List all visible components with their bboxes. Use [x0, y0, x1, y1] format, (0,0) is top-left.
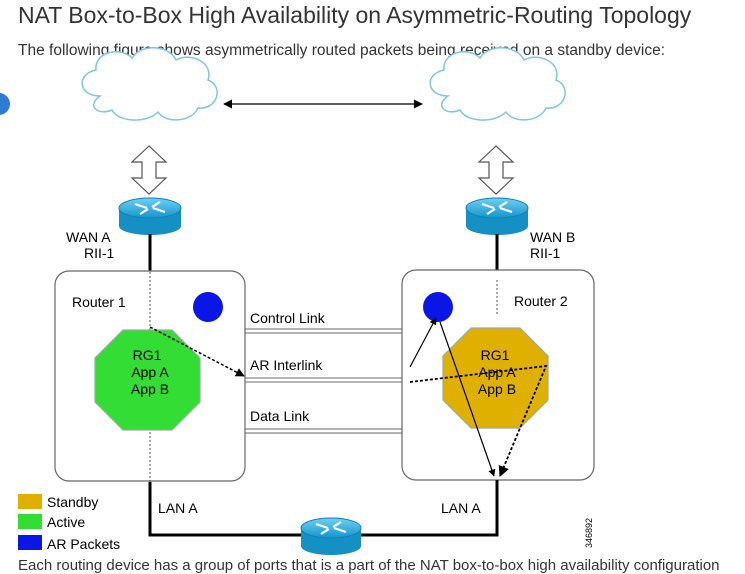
wan-a-label: WAN A	[66, 229, 111, 245]
router-2-label: Router 2	[514, 293, 568, 309]
packet-to-lan-arrow	[439, 321, 496, 477]
router-icon-wan-b	[465, 197, 529, 235]
router-icon-lan	[300, 517, 362, 555]
asymmetric-return-path	[409, 364, 548, 477]
legend-swatch-ar-packets	[18, 535, 42, 550]
ar-packet-circle-router-2	[423, 292, 453, 322]
wan-b-sub-label: RII-1	[530, 245, 561, 261]
wan-b-label: WAN B	[530, 229, 575, 245]
wan-a-sub-label: RII-1	[84, 245, 115, 261]
rg1-left-line2: App A	[131, 364, 169, 380]
rg1-right-line1: RG1	[481, 347, 510, 363]
data-link-label: Data Link	[250, 408, 310, 424]
figure-id: 346892	[584, 518, 594, 548]
ar-interlink-line	[245, 377, 402, 383]
router-icon-wan-a	[118, 197, 182, 235]
legend-swatch-standby	[18, 494, 42, 509]
lan-a-left-label: LAN A	[158, 500, 198, 516]
control-link-label: Control Link	[250, 310, 326, 326]
ar-interlink-label: AR Interlink	[250, 357, 323, 373]
rg1-left-line1: RG1	[133, 347, 162, 363]
legend-label-ar-packets: AR Packets	[47, 536, 120, 552]
rg1-standby-octagon	[442, 327, 549, 429]
data-link-line	[245, 428, 402, 434]
lan-a-right-label: LAN A	[441, 500, 481, 516]
rg1-active-octagon	[94, 329, 201, 431]
uplink-arrow-right	[477, 145, 515, 195]
ar-packet-flow-router-1	[149, 326, 245, 377]
lan-a-link-left	[148, 482, 304, 537]
legend-label-standby: Standby	[47, 494, 98, 510]
uplink-arrow-left	[130, 145, 168, 195]
cloud-icon-right	[429, 47, 566, 121]
router-1-label: Router 1	[72, 294, 126, 310]
side-scroll-marker[interactable]	[0, 93, 10, 115]
cloud-icon-left	[81, 47, 218, 121]
page-title: NAT Box-to-Box High Availability on Asym…	[18, 2, 692, 28]
rg1-right-line3: App B	[478, 381, 516, 397]
ar-packet-circle-router-1	[193, 292, 223, 322]
legend-swatch-active	[18, 514, 42, 529]
legend-label-active: Active	[47, 514, 85, 530]
legend: Standby Active AR Packets	[18, 494, 120, 552]
rg1-left-line3: App B	[131, 381, 169, 397]
lan-a-link-right	[360, 480, 499, 537]
control-link-line	[245, 328, 402, 334]
ar-packet-redirect-arrow	[409, 317, 437, 368]
